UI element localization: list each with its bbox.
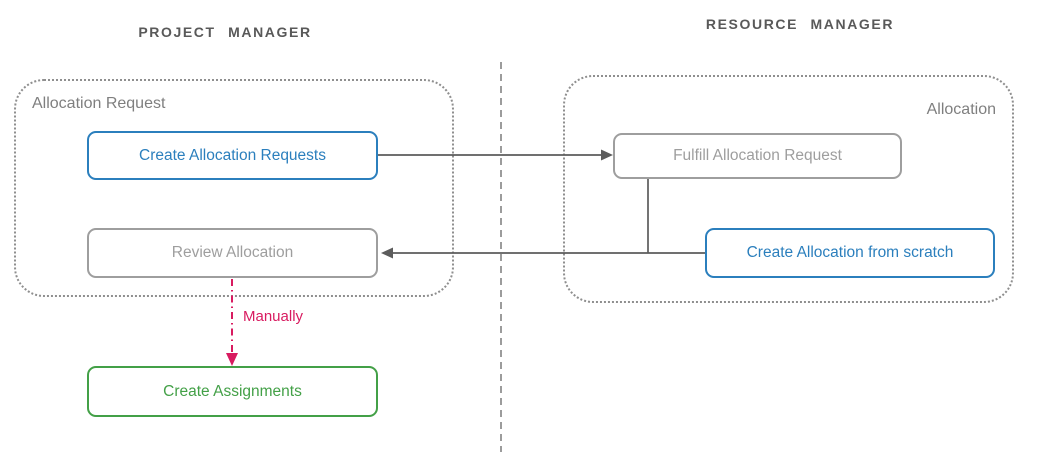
group-allocation-label: Allocation <box>926 101 996 118</box>
node-create-allocation-requests[interactable]: Create Allocation Requests <box>87 131 378 180</box>
lane-title-project-manager: PROJECT MANAGER <box>138 24 312 40</box>
node-review-allocation[interactable]: Review Allocation <box>87 228 378 278</box>
node-create-assignments[interactable]: Create Assignments <box>87 366 378 417</box>
node-fulfill-allocation-request[interactable]: Fulfill Allocation Request <box>613 133 902 179</box>
group-allocation-request-label: Allocation Request <box>32 95 166 112</box>
manually-edge-label: Manually <box>241 308 306 325</box>
arrow-manual-head <box>226 353 238 366</box>
group-allocation-request: Allocation Request <box>14 79 454 297</box>
node-create-allocation-from-scratch[interactable]: Create Allocation from scratch <box>705 228 995 278</box>
lane-title-resource-manager: RESOURCE MANAGER <box>705 16 895 32</box>
group-allocation: Allocation <box>563 75 1014 303</box>
